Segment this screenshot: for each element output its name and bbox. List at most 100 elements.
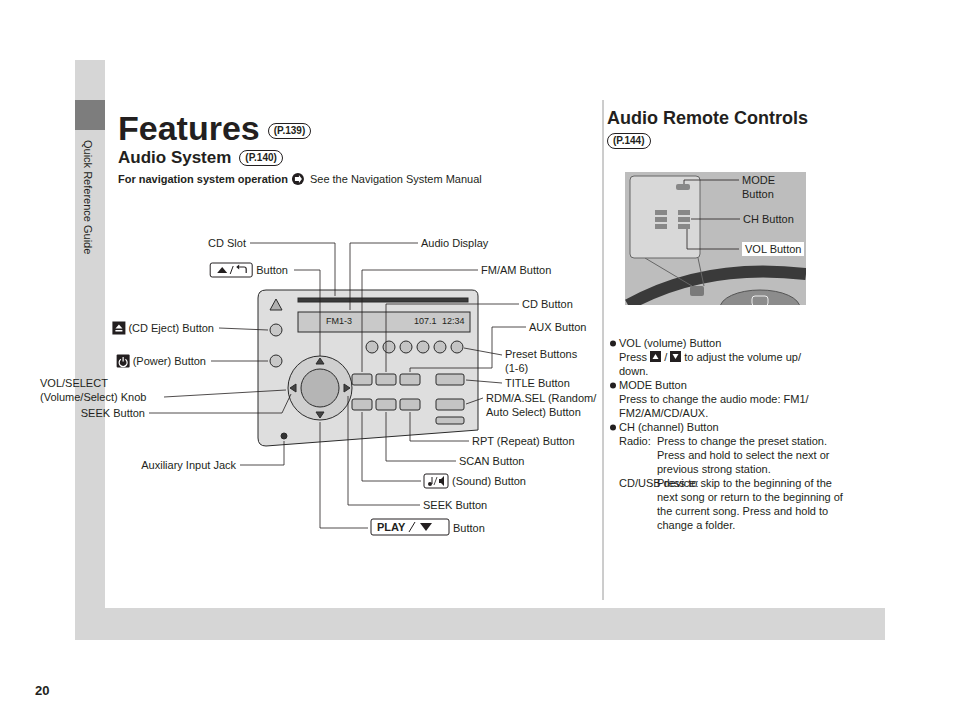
- callout-label: Preset Buttons (1-6): [505, 347, 591, 375]
- button-icon-text: PLAY: [377, 520, 405, 534]
- steering-wheel-illustration: [676, 184, 690, 190]
- steering-wheel-illustration: [678, 210, 690, 215]
- audio-unit: [316, 358, 324, 364]
- leader-line: [362, 412, 421, 481]
- leader-line: [464, 348, 502, 355]
- leader-line: [466, 380, 502, 383]
- callout-label: CD Button: [522, 297, 573, 311]
- item-text: Press to skip to the beginning of the ne…: [657, 476, 853, 532]
- callout-label: SEEK Button: [81, 406, 145, 420]
- leader-line: [164, 390, 286, 397]
- item-heading: MODE Button: [619, 378, 687, 392]
- button-icon: [236, 265, 239, 270]
- audio-unit: [352, 374, 372, 385]
- audio-unit: [301, 369, 339, 407]
- button-icon: [439, 476, 444, 486]
- button-icon: [409, 522, 415, 532]
- leader-line: [350, 243, 418, 310]
- callout-label: CD Slot: [208, 236, 246, 250]
- button-icon: [115, 325, 122, 329]
- steering-wheel-illustration: [720, 290, 800, 305]
- callout-label: Button: [453, 521, 485, 535]
- item-text: Press to change the preset station. Pres…: [657, 434, 853, 476]
- steering-wheel-illustration: [684, 180, 739, 184]
- page-number: 20: [35, 683, 49, 699]
- steering-wheel-illustration: [625, 172, 806, 305]
- arrow-button-icon: [673, 354, 679, 359]
- button-icon: [292, 173, 304, 185]
- leader-line: [466, 398, 483, 404]
- leader-line: [386, 304, 519, 372]
- audio-unit: [376, 399, 396, 410]
- callout-label: SCAN Button: [459, 454, 524, 468]
- audio-unit: [436, 399, 464, 410]
- steering-wheel-illustration: [687, 229, 739, 249]
- instruction-text: Press: [619, 351, 647, 363]
- steering-wheel-illustration: [752, 296, 768, 305]
- audio-unit: [376, 374, 396, 385]
- leader-line: [348, 396, 420, 505]
- leader-line: [219, 328, 268, 330]
- button-icon: [210, 263, 252, 277]
- arrow-button-icon: [670, 351, 681, 362]
- steering-wheel-illustration: [625, 172, 806, 326]
- audio-unit: [270, 299, 282, 310]
- audio-unit: [436, 417, 464, 424]
- audio-unit: [290, 384, 296, 392]
- instruction-text: /: [664, 351, 667, 363]
- steering-wheel-illustration: [691, 219, 740, 220]
- arrow-button-icon: [670, 351, 681, 362]
- button-icon: [115, 330, 122, 332]
- callout-label: Audio Display: [421, 236, 488, 250]
- leader-line: [320, 422, 368, 528]
- arrow-button-icon: [650, 351, 661, 362]
- audio-unit: [352, 399, 372, 410]
- callout-label: MODE Button: [742, 173, 790, 201]
- button-icon: [292, 173, 304, 185]
- button-icon: [117, 355, 130, 368]
- button-icon: [117, 355, 130, 368]
- steering-wheel-illustration: [698, 258, 704, 286]
- button-icon: [239, 267, 246, 273]
- callout-label: (Power) Button: [133, 354, 206, 368]
- button-icon: [420, 523, 432, 531]
- steering-wheel-illustration: [645, 258, 692, 286]
- item-text: Radio:: [619, 434, 651, 448]
- steering-wheel-illustration: [678, 217, 690, 222]
- audio-unit: [434, 341, 446, 353]
- audio-unit: [417, 341, 429, 353]
- leader-line: [211, 361, 268, 362]
- bullet-dot: [610, 341, 616, 347]
- arrow-button-icon: [653, 354, 659, 359]
- audio-unit: [281, 433, 287, 439]
- leader-line: [250, 243, 335, 296]
- page-ref: (P.139): [268, 123, 312, 139]
- audio-unit: [344, 384, 350, 392]
- callout-label: SEEK Button: [423, 498, 487, 512]
- audio-unit: [270, 355, 282, 367]
- section-heading: Audio Remote Controls: [607, 106, 808, 130]
- leader-line: [294, 270, 320, 356]
- display-text: 107.1: [414, 315, 437, 328]
- leader-line: [149, 394, 291, 413]
- bullet-dot: [610, 383, 616, 389]
- callout-label: VOL/SELECT (Volume/Select) Knob: [40, 376, 160, 404]
- display-text: 12:34: [442, 315, 465, 328]
- note-text: See the Navigation System Manual: [310, 172, 482, 186]
- button-icon: [112, 322, 125, 335]
- callout-label: (Sound) Button: [452, 474, 526, 488]
- audio-unit: [436, 374, 464, 385]
- arrow-button-icon: [650, 351, 661, 362]
- audio-unit: [288, 356, 352, 420]
- leader-line: [362, 270, 478, 372]
- button-icon: [424, 474, 448, 488]
- callout-label: (CD Eject) Button: [128, 321, 214, 335]
- callout-label: RPT (Repeat) Button: [472, 434, 575, 448]
- page-title: Features: [118, 108, 260, 148]
- audio-unit: [451, 341, 463, 353]
- bullet-dot: [610, 425, 616, 431]
- steering-wheel-illustration: [678, 224, 690, 229]
- steering-wheel-illustration: [655, 224, 667, 229]
- button-icon: [230, 266, 233, 274]
- item-heading: VOL (volume) Button: [619, 336, 721, 350]
